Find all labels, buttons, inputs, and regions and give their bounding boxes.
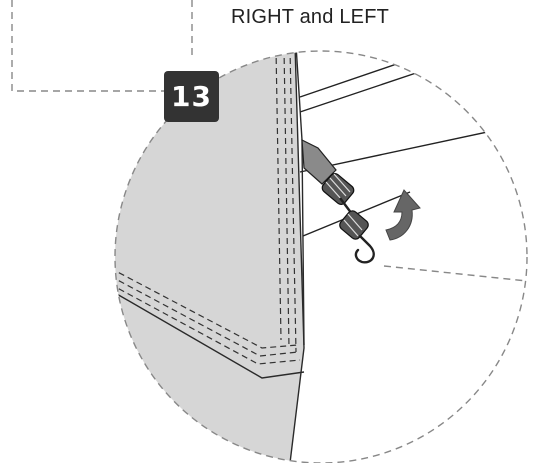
instruction-caption: RIGHT and LEFT: [231, 6, 390, 28]
spring-coil-upper: [321, 173, 355, 205]
rotate-arrow-icon: [385, 189, 421, 241]
detail-view: [115, 51, 527, 463]
stitching-vertical: [275, 51, 297, 353]
fabric-flap: [115, 289, 305, 379]
detail-circle-outline: [114, 50, 528, 463]
fabric-panel: [115, 51, 305, 463]
strap: [301, 138, 337, 185]
hook: [354, 234, 375, 264]
context-frame-outline: [11, 0, 193, 92]
step-number-badge: 13: [164, 71, 219, 122]
frame-rail-middle: [299, 124, 521, 173]
stitching-hem: [115, 267, 301, 365]
spring-coil-lower: [339, 210, 369, 240]
